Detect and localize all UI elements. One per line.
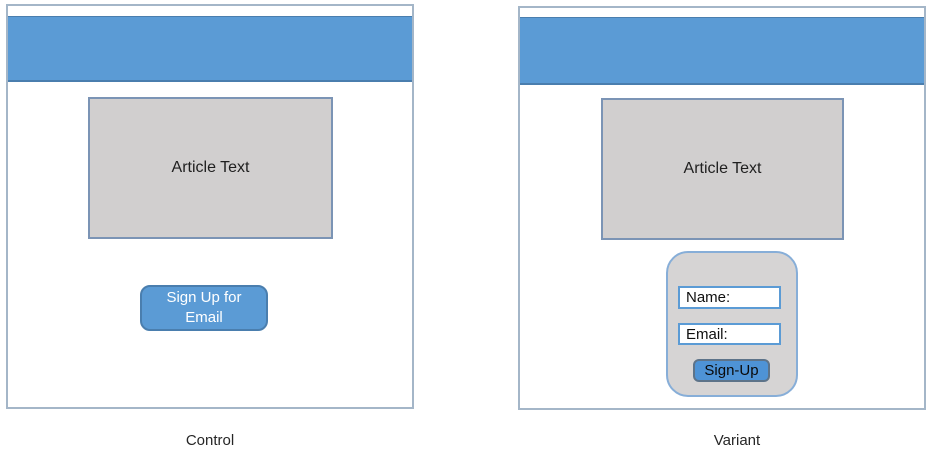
variant-signup-button[interactable]: Sign-Up xyxy=(693,359,770,382)
control-article-box: Article Text xyxy=(88,97,333,239)
control-signup-button-line2: Email xyxy=(185,309,223,326)
email-input[interactable]: Email: xyxy=(678,323,781,345)
control-signup-email-button[interactable]: Sign Up for Email xyxy=(140,285,268,331)
variant-wireframe-frame: Article Text Name: Email: Sign-Up xyxy=(518,6,926,410)
control-header-bar xyxy=(8,16,412,82)
variant-article-box: Article Text xyxy=(601,98,844,240)
variant-header-bar xyxy=(520,17,924,85)
variant-article-label: Article Text xyxy=(683,160,762,177)
variant-caption: Variant xyxy=(713,432,761,449)
control-wireframe-frame: Article Text Sign Up for Email xyxy=(6,4,414,409)
variant-signup-form-panel: Name: Email: Sign-Up xyxy=(666,251,798,397)
control-caption: Control xyxy=(185,432,235,449)
control-article-label: Article Text xyxy=(171,159,250,176)
name-input[interactable]: Name: xyxy=(678,286,781,309)
control-signup-button-line1: Sign Up for xyxy=(166,289,242,306)
